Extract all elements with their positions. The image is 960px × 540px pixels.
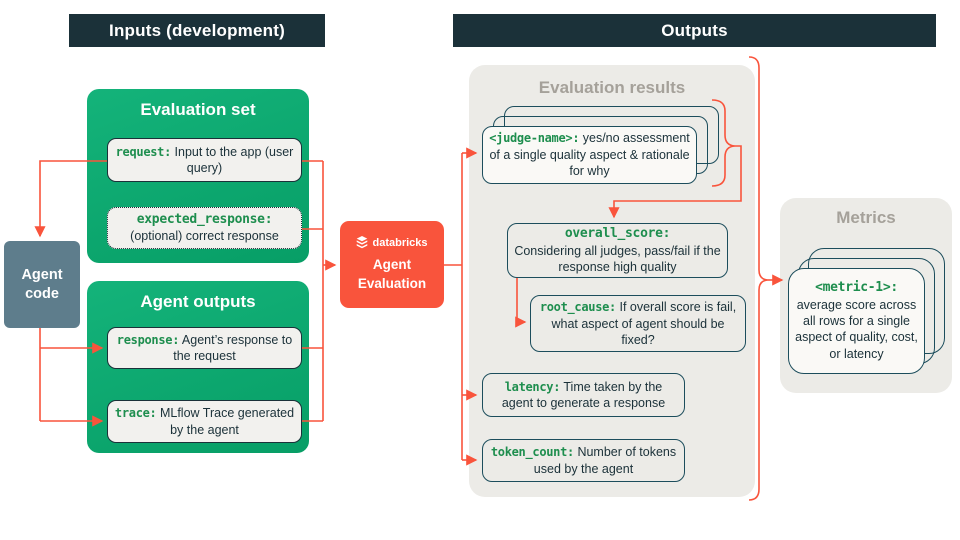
token-count-card: token_count: Number of tokens used by th… xyxy=(482,439,685,482)
request-keyword: request: xyxy=(115,144,172,159)
outputs-header-label: Outputs xyxy=(661,20,728,40)
metrics-panel: Metrics <metric-1>:average score across … xyxy=(780,198,952,393)
metrics-title: Metrics xyxy=(836,208,896,227)
token-count-keyword: token_count: xyxy=(490,445,574,460)
latency-card: latency: Time taken by the agent to gene… xyxy=(482,373,685,417)
agent-outputs-title: Agent outputs xyxy=(140,292,256,311)
overall-score-card: overall_score: Considering all judges, pa… xyxy=(507,223,728,278)
request-card: request: Input to the app (user query) xyxy=(107,138,302,182)
agent-evaluation-box: databricks Agent Evaluation xyxy=(340,221,444,308)
expected-response-keyword: expected_response: xyxy=(136,211,273,227)
agent-outputs-box: Agent outputs response: Agent’s response… xyxy=(87,281,309,453)
outputs-header: Outputs xyxy=(453,14,936,47)
metric-keyword: <metric-1>: xyxy=(815,280,898,296)
databricks-logo-icon xyxy=(357,236,368,249)
inputs-header-label: Inputs (development) xyxy=(109,20,285,40)
latency-keyword: latency: xyxy=(504,379,561,394)
root-cause-keyword: root_cause: xyxy=(539,299,616,314)
response-keyword: response: xyxy=(116,332,180,347)
inputs-header: Inputs (development) xyxy=(69,14,325,47)
agent-code-label: Agent code xyxy=(21,266,63,302)
databricks-logo-text: databricks xyxy=(372,236,428,249)
metric-card: <metric-1>:average score across all rows… xyxy=(788,268,925,374)
overall-score-text: Considering all judges, pass/fail if the… xyxy=(514,243,721,274)
evaluation-results-panel: Evaluation results <judge-name>: yes/no … xyxy=(469,65,755,497)
evaluation-set-title: Evaluation set xyxy=(140,100,256,119)
agent-code-box: Agent code xyxy=(4,241,80,328)
evaluation-results-title: Evaluation results xyxy=(538,78,686,97)
expected-response-text: (optional) correct response xyxy=(130,229,279,244)
metric-text: average score across all rows for a sing… xyxy=(795,297,918,361)
evaluation-set-box: Evaluation set request: Input to the app… xyxy=(87,89,309,263)
judge-keyword: <judge-name>: xyxy=(489,131,580,146)
latency-text: Time taken by the agent to generate a re… xyxy=(501,379,666,411)
trace-card: trace: MLflow Trace generated by the age… xyxy=(107,400,302,443)
response-text: Agent’s response to the request xyxy=(173,332,293,364)
trace-keyword: trace: xyxy=(114,406,157,421)
root-cause-text: If overall score is fail, what aspect of… xyxy=(551,299,737,347)
judge-card: <judge-name>: yes/no assessment of a sin… xyxy=(482,126,697,184)
overall-score-keyword: overall_score: xyxy=(564,225,671,241)
response-card: response: Agent’s response to the reques… xyxy=(107,327,302,369)
request-text: Input to the app (user query) xyxy=(174,144,294,176)
agent-evaluation-label: Agent Evaluation xyxy=(357,257,427,291)
trace-text: MLflow Trace generated by the agent xyxy=(159,406,295,437)
token-count-text: Number of tokens used by the agent xyxy=(533,445,677,476)
expected-response-card: expected_response: (optional) correct res… xyxy=(107,207,302,249)
databricks-logo-row: databricks xyxy=(356,236,428,249)
root-cause-card: root_cause: If overall score is fail, wh… xyxy=(530,295,746,352)
